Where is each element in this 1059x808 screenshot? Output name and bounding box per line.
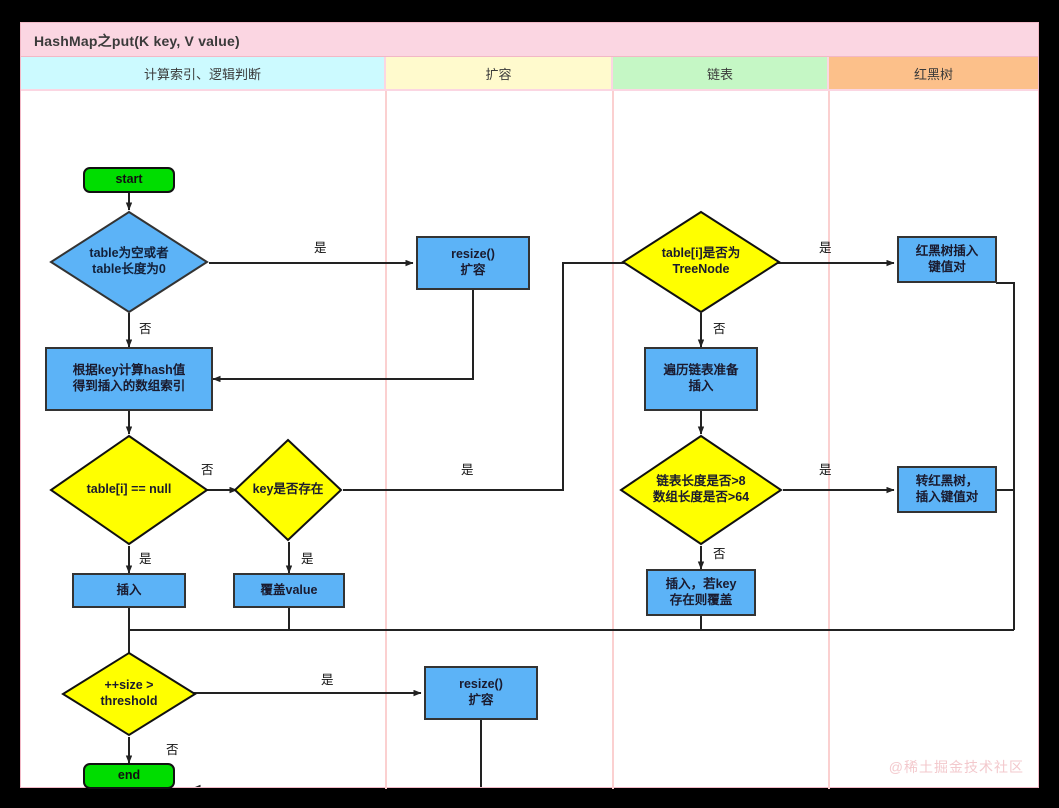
lane-header-tree-label: 红黑树	[913, 66, 953, 82]
node-traverse-list-label: 遍历链表准备 插入	[663, 363, 739, 393]
lane-header-compute: 计算索引、逻辑判断	[21, 57, 386, 91]
node-calc-hash[interactable]: 根据key计算hash值 得到插入的数组索引	[45, 347, 213, 411]
node-size-threshold[interactable]: ++size > threshold	[61, 651, 197, 737]
edge-label-table-i-null-no: 否	[201, 463, 214, 477]
edge-label-table-empty-yes: 是	[314, 241, 327, 255]
node-len-check[interactable]: 链表长度是否>8 数组长度是否>64	[619, 434, 783, 546]
edge-label-key-exists-yes-right: 是	[461, 463, 474, 477]
node-start-label: start	[115, 172, 143, 187]
lane-divider-2	[612, 91, 614, 789]
watermark: @稀土掘金技术社区	[888, 759, 1024, 775]
diamond-shape	[621, 210, 781, 314]
lane-header-list-label: 链表	[706, 66, 733, 82]
diamond-shape	[49, 210, 209, 314]
node-tree-insert[interactable]: 红黑树插入 键值对	[897, 236, 997, 283]
edge-label-key-exists-yes-down: 是	[301, 552, 314, 566]
node-tree-insert-label: 红黑树插入 键值对	[915, 243, 979, 274]
node-table-empty[interactable]: table为空或者 table长度为0	[49, 210, 209, 314]
lane-divider-3	[828, 91, 830, 789]
node-insert[interactable]: 插入	[72, 573, 186, 608]
lane-header-list: 链表	[613, 57, 829, 91]
lane-divider-1	[385, 91, 387, 789]
node-end[interactable]: end	[83, 763, 175, 789]
edge-label-size-threshold-no: 否	[166, 743, 179, 757]
node-resize-2[interactable]: resize() 扩容	[424, 666, 538, 720]
lane-header-resize: 扩容	[386, 57, 613, 91]
node-overwrite[interactable]: 覆盖value	[233, 573, 345, 608]
node-traverse-list[interactable]: 遍历链表准备 插入	[644, 347, 758, 411]
node-insert-or-overwrite[interactable]: 插入，若key 存在则覆盖	[646, 569, 756, 616]
swimlane-header-row: 计算索引、逻辑判断 扩容 链表 红黑树	[21, 57, 1038, 91]
diagram-title-band: HashMap之put(K key, V value)	[21, 23, 1038, 57]
diamond-shape	[233, 438, 343, 542]
node-to-tree[interactable]: 转红黑树， 插入键值对	[897, 466, 997, 513]
page-title: HashMap之put(K key, V value)	[34, 33, 240, 49]
node-end-label: end	[117, 768, 141, 783]
edge-label-len-check-no: 否	[713, 547, 726, 561]
node-insert-label: 插入	[116, 582, 142, 597]
edge-label-size-threshold-yes: 是	[321, 673, 334, 687]
node-resize-2-label: resize() 扩容	[459, 677, 503, 707]
node-insert-or-overwrite-label: 插入，若key 存在则覆盖	[665, 576, 737, 607]
lane-header-compute-label: 计算索引、逻辑判断	[143, 66, 261, 82]
flowchart-canvas: start table为空或者 table长度为0 根据key计算hash值 得…	[21, 91, 1038, 789]
edge-label-table-empty-no: 否	[139, 322, 152, 336]
flowchart-connectors	[125, 193, 1015, 787]
node-start[interactable]: start	[83, 167, 175, 193]
edge-label-table-i-null-yes: 是	[139, 552, 152, 566]
node-resize-1-label: resize() 扩容	[451, 247, 495, 277]
edge-label-is-treenode-yes: 是	[819, 241, 832, 255]
node-resize-1[interactable]: resize() 扩容	[416, 236, 530, 290]
edge-label-is-treenode-no: 否	[713, 322, 726, 336]
node-overwrite-label: 覆盖value	[260, 582, 318, 597]
node-table-i-null[interactable]: table[i] == null	[49, 434, 209, 546]
diagram-frame: HashMap之put(K key, V value) 计算索引、逻辑判断 扩容…	[20, 22, 1039, 789]
lane-header-resize-label: 扩容	[485, 66, 512, 82]
node-key-exists[interactable]: key是否存在	[233, 438, 343, 542]
lane-header-tree: 红黑树	[829, 57, 1038, 91]
node-to-tree-label: 转红黑树， 插入键值对	[915, 473, 979, 504]
node-is-treenode[interactable]: table[i]是否为 TreeNode	[621, 210, 781, 314]
diamond-shape	[619, 434, 783, 546]
edge-label-len-check-yes: 是	[819, 463, 832, 477]
diamond-shape	[61, 651, 197, 737]
node-calc-hash-label: 根据key计算hash值 得到插入的数组索引	[72, 363, 186, 393]
diamond-shape	[49, 434, 209, 546]
